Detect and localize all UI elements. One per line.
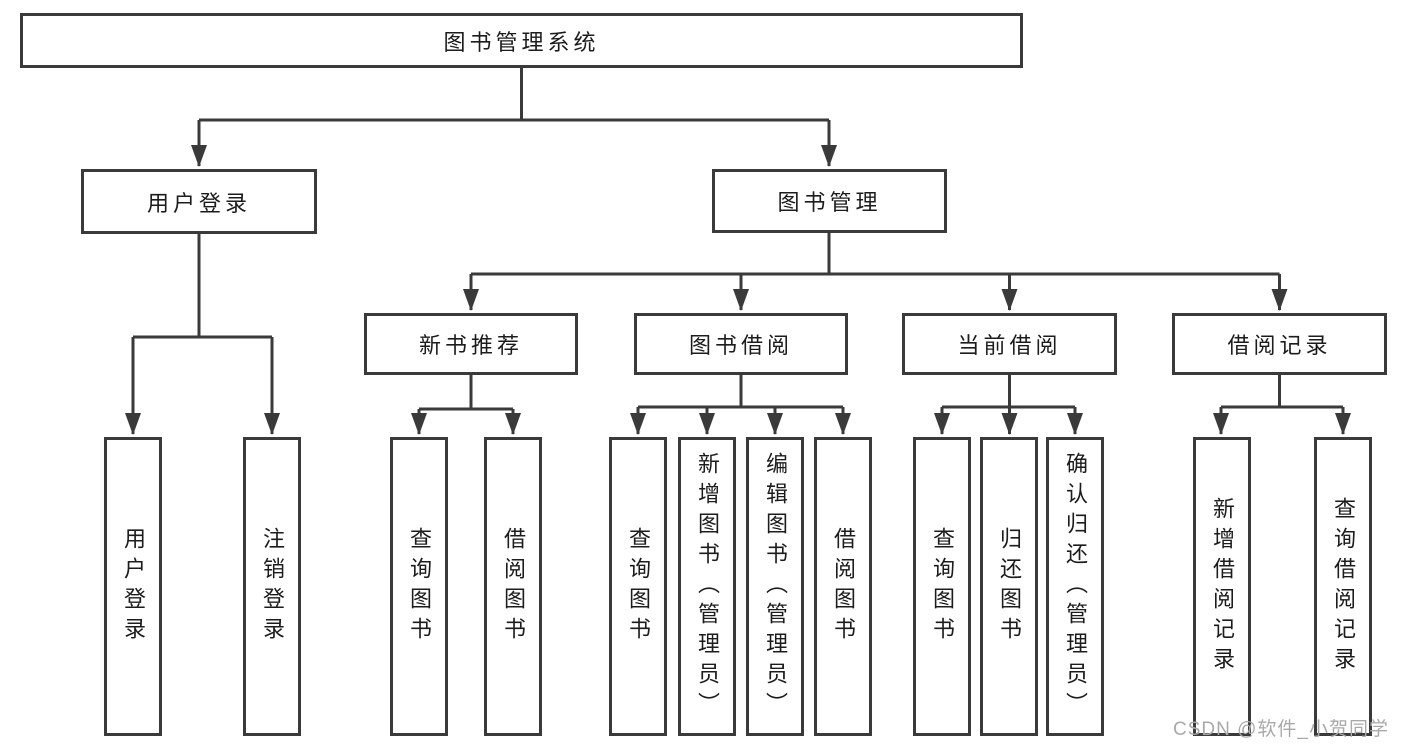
- leaf-query-books-borrowing: 查询图书: [609, 437, 667, 736]
- leaf-logout: 注销登录: [243, 437, 301, 736]
- connector-book-mgmt-to-level3: [463, 233, 1288, 311]
- csdn-watermark: CSDN @软件_小贺同学: [1173, 719, 1389, 740]
- leaf-borrow-books-recommendation: 借阅图书: [484, 437, 542, 736]
- connector-current-borrow-branch: [934, 375, 1083, 435]
- leaf-edit-books-admin: 编辑图书（管理员）: [746, 437, 804, 736]
- leaf-add-borrow-record: 新增借阅记录: [1193, 437, 1251, 736]
- leaf-return-books: 归还图书: [980, 437, 1038, 736]
- leaf-borrow-books-borrowing: 借阅图书: [814, 437, 872, 736]
- node-borrowing-records: 借阅记录: [1172, 313, 1387, 375]
- node-user-login: 用户登录: [81, 169, 317, 234]
- connector-book-borrow-branch: [630, 375, 851, 435]
- connector-user-login-branch: [125, 234, 280, 435]
- node-current-borrowing: 当前借阅: [902, 313, 1117, 375]
- connector-borrow-records-branch: [1213, 375, 1351, 435]
- node-new-book-recommendation: 新书推荐: [364, 313, 578, 375]
- node-book-borrowing: 图书借阅: [634, 313, 848, 375]
- leaf-query-borrow-record: 查询借阅记录: [1314, 437, 1372, 736]
- connector-new-book-branch: [411, 375, 521, 435]
- leaf-add-books-admin: 新增图书（管理员）: [678, 437, 736, 736]
- connector-root-to-level2: [191, 68, 837, 167]
- node-book-management: 图书管理: [712, 169, 947, 233]
- leaf-query-books-recommendation: 查询图书: [390, 437, 448, 736]
- leaf-confirm-return-admin: 确认归还（管理员）: [1046, 437, 1104, 736]
- node-book-management-system: 图书管理系统: [20, 13, 1023, 68]
- leaf-user-login: 用户登录: [104, 437, 162, 736]
- leaf-query-books-current: 查询图书: [913, 437, 971, 736]
